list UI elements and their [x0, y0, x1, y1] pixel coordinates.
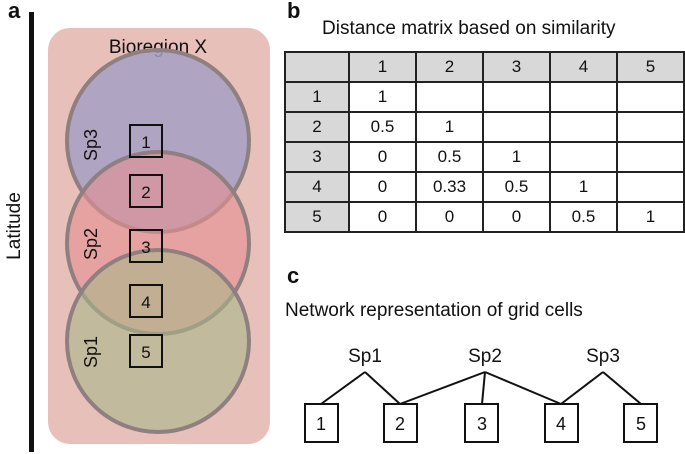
- matrix-header-row: 1 2 3 4 5: [284, 51, 685, 83]
- svg-text:5: 5: [636, 414, 646, 434]
- matrix-row-header: 3: [284, 141, 350, 173]
- svg-text:3: 3: [477, 414, 487, 434]
- matrix-col-header: 5: [616, 51, 685, 83]
- matrix-row: 3 0 0.5 1: [284, 141, 685, 173]
- sp1-label: Sp1: [81, 336, 101, 368]
- matrix-cell: 0: [482, 201, 551, 233]
- distance-matrix-table: 1 2 3 4 5 1 1 2 0.5 1 3 0 0.5 1 4 0 0.33…: [284, 51, 685, 233]
- grid-cell-3: 3: [129, 229, 163, 263]
- matrix-corner-cell: [284, 51, 350, 83]
- matrix-cell: 0.5: [549, 201, 618, 233]
- panel-a-letter: a: [8, 0, 21, 23]
- network-node-sp2: Sp2: [468, 346, 502, 367]
- matrix-row-header: 5: [284, 201, 350, 233]
- network-title: Network representation of grid cells: [285, 300, 583, 321]
- matrix-cell: 0: [348, 201, 417, 233]
- matrix-cell: 0.5: [482, 171, 551, 203]
- matrix-cell: 1: [549, 171, 618, 203]
- svg-text:5: 5: [141, 343, 150, 362]
- matrix-cell: [616, 81, 685, 113]
- matrix-cell: [482, 111, 551, 143]
- matrix-cell: 0.5: [348, 111, 417, 143]
- svg-text:2: 2: [395, 414, 405, 434]
- network-cell-4: 4: [544, 403, 579, 443]
- network-node-sp1: Sp1: [348, 346, 382, 367]
- svg-text:2: 2: [141, 183, 150, 202]
- matrix-cell: 1: [348, 81, 417, 113]
- distance-matrix-title: Distance matrix based on similarity: [322, 18, 616, 39]
- grid-cell-1: 1: [129, 124, 163, 158]
- sp3-label: Sp3: [81, 129, 101, 161]
- grid-cell-5: 5: [129, 334, 163, 368]
- matrix-cell: [549, 111, 618, 143]
- svg-text:3: 3: [141, 238, 150, 257]
- matrix-row-header: 1: [284, 81, 350, 113]
- network-cell-1: 1: [304, 403, 339, 443]
- matrix-row: 2 0.5 1: [284, 111, 685, 143]
- network-node-sp3: Sp3: [586, 346, 620, 367]
- matrix-row-header: 2: [284, 111, 350, 143]
- grid-cell-2: 2: [129, 174, 163, 208]
- matrix-cell: [549, 81, 618, 113]
- matrix-row: 5 0 0 0 0.5 1: [284, 201, 685, 233]
- network-cell-5: 5: [623, 403, 658, 443]
- matrix-col-header: 2: [415, 51, 484, 83]
- matrix-cell: 0: [348, 171, 417, 203]
- matrix-row: 4 0 0.33 0.5 1: [284, 171, 685, 203]
- matrix-col-header: 1: [348, 51, 417, 83]
- latitude-axis-bar: [29, 12, 34, 452]
- matrix-cell: 0: [415, 201, 484, 233]
- sp2-label: Sp2: [81, 228, 101, 260]
- network-cell-2: 2: [383, 403, 418, 443]
- svg-text:1: 1: [141, 133, 150, 152]
- svg-text:1: 1: [316, 414, 326, 434]
- svg-text:4: 4: [556, 414, 566, 434]
- network-edges: [320, 371, 642, 405]
- matrix-row: 1 1: [284, 81, 685, 113]
- matrix-cell: [616, 171, 685, 203]
- sp1-range-circle: [65, 248, 251, 434]
- matrix-col-header: 3: [482, 51, 551, 83]
- matrix-cell: [616, 141, 685, 173]
- grid-cell-4: 4: [129, 284, 163, 318]
- matrix-cell: 1: [482, 141, 551, 173]
- matrix-col-header: 4: [549, 51, 618, 83]
- matrix-cell: [549, 141, 618, 173]
- matrix-cell: 1: [415, 111, 484, 143]
- matrix-cell: 0: [348, 141, 417, 173]
- network-cell-3: 3: [464, 403, 499, 443]
- svg-text:4: 4: [141, 293, 150, 312]
- panel-c-letter: c: [287, 263, 300, 288]
- matrix-cell: [415, 81, 484, 113]
- matrix-cell: [616, 111, 685, 143]
- matrix-row-header: 4: [284, 171, 350, 203]
- matrix-cell: 0.5: [415, 141, 484, 173]
- matrix-cell: 0.33: [415, 171, 484, 203]
- matrix-cell: [482, 81, 551, 113]
- matrix-cell: 1: [616, 201, 685, 233]
- panel-b-letter: b: [287, 0, 301, 23]
